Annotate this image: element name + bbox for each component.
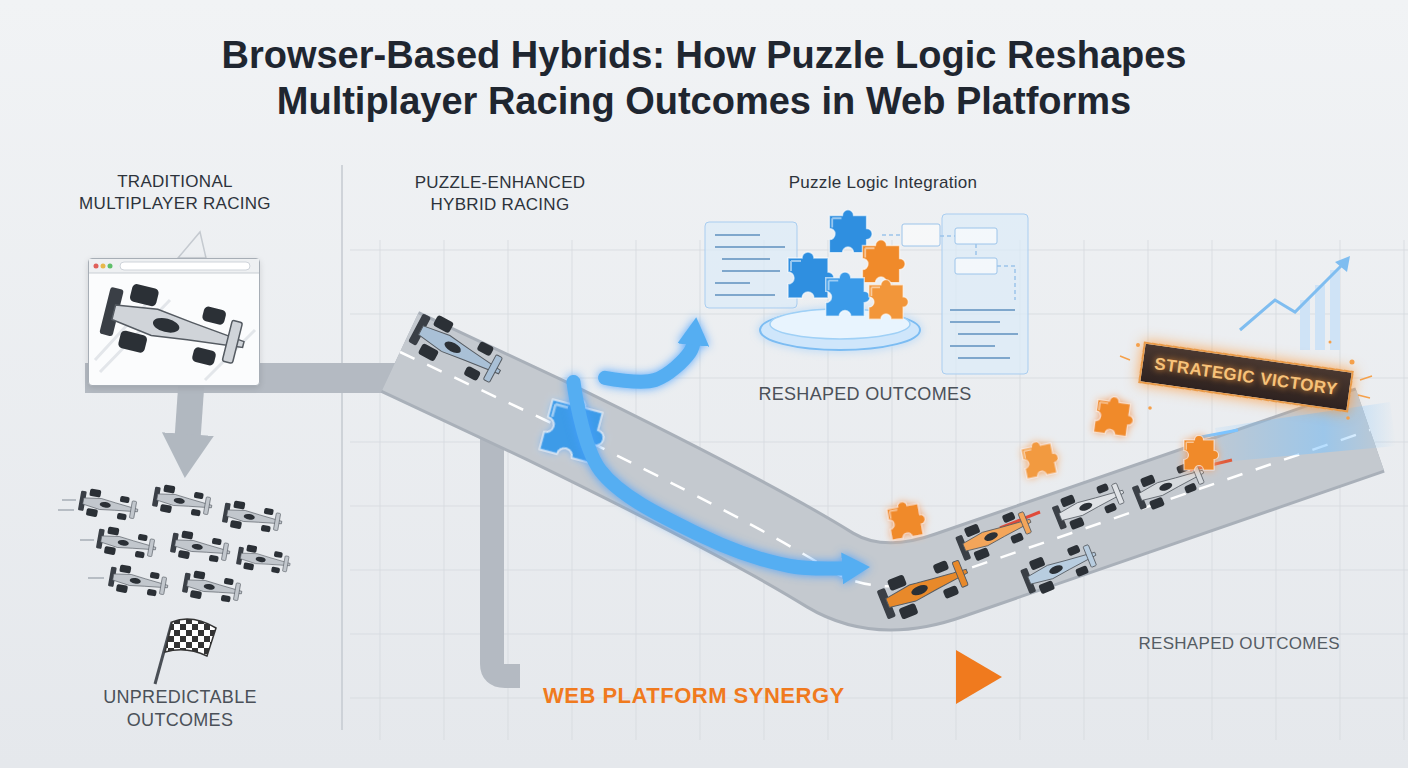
browser-top-bar [89,259,259,273]
race-car [221,499,284,536]
window-dot [108,264,113,269]
hub-heading: Puzzle Logic Integration [700,172,1030,194]
puzzle-piece [826,272,870,316]
sparkle [1346,416,1350,420]
race-car [77,487,140,524]
background-grid [350,240,1408,740]
code-lines [715,235,785,295]
browser-window: TRADITIONAL MULTIPLAYER RACING [88,258,260,386]
browser-bar-line [89,273,259,274]
growth-arrow-head [1335,256,1350,272]
puzzle-piece [869,280,908,319]
sparkle [1350,360,1355,365]
banner-text: STRATEGIC VICTORY [1153,354,1339,400]
synergy-arrow-head [956,650,1002,704]
race-car [1050,476,1129,534]
code-panel [705,222,797,308]
flow-arrow [605,339,694,382]
puzzle-piece [862,240,905,283]
outcome-label: RESHAPED OUTCOMES [1138,633,1340,655]
sparkle-rays [1120,356,1372,398]
diagram-title: Browser-Based Hybrids: How Puzzle Logic … [139,32,1269,124]
light-beam [1215,402,1396,462]
address-bar [120,262,250,270]
code-lines [950,310,1018,358]
flow-arrow [574,382,849,569]
race-car [1018,537,1102,598]
puzzle-piece [1020,438,1061,479]
outcome-label: UNPREDICTABLE OUTCOMES [60,686,300,732]
race-car [151,483,214,520]
motion-lines [95,300,255,380]
chart-bar [1330,270,1340,350]
synergy-arrow-line [512,672,962,681]
growth-arrow [1240,264,1343,330]
puzzle-piece [1184,436,1219,471]
race-car [874,552,974,625]
window-dot [94,264,99,269]
race-pack: RESHAPED OUTCOMES [870,440,1340,655]
window-dot [101,264,106,269]
race-car [181,569,244,606]
race-car [95,525,158,562]
outcome-group: UNPREDICTABLE OUTCOMES [60,478,300,736]
hybrid-section: PUZZLE-ENHANCED HYBRID RACING [395,172,605,382]
race-car [97,278,251,377]
logic-block [955,258,997,274]
outcome-label: RESHAPED OUTCOMES [700,383,1030,406]
puzzle-logic-hub: Puzzle Logic IntegrationRESHAPED OUTCOME… [700,172,1030,410]
puzzle-piece [1093,395,1136,438]
race-car [953,504,1037,565]
flow-arrow [187,386,191,440]
race-car [169,529,232,566]
decor-triangle [178,232,206,258]
logic-block [902,224,940,246]
sparkle [1136,343,1140,347]
race-car [107,563,170,600]
puzzle-piece [886,498,928,540]
chart-bar [1315,285,1325,350]
column-divider [341,165,343,730]
victory-banner: STRATEGIC VICTORY [1138,341,1354,412]
race-car [405,308,510,391]
race-car [235,543,292,577]
section-heading: PUZZLE-ENHANCED HYBRID RACING [395,172,605,216]
checkered-flag [165,619,216,656]
sparkle [1148,406,1152,410]
logic-block [955,228,997,244]
flow-label: WEB PLATFORM SYNERGY [543,683,845,709]
section-heading: TRADITIONAL MULTIPLAYER RACING [59,171,291,215]
sparkle [1329,341,1332,344]
speed-lines [58,500,104,578]
